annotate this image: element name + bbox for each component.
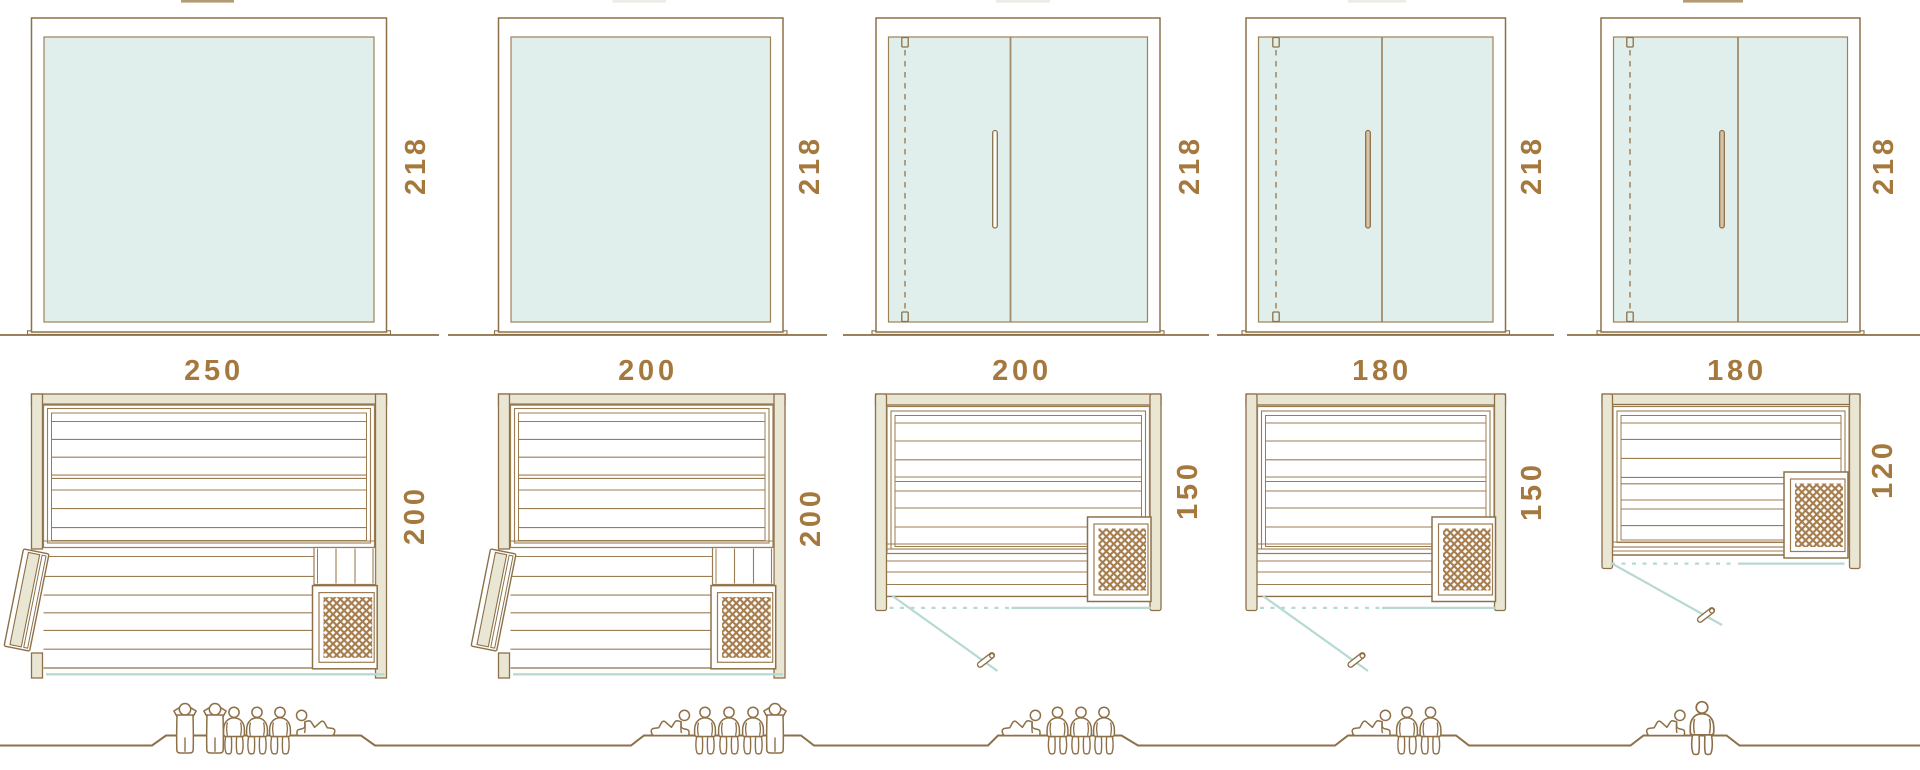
svg-text:200: 200 — [992, 355, 1052, 387]
svg-text:218: 218 — [1174, 135, 1206, 195]
svg-text:180: 180 — [1352, 355, 1412, 387]
svg-text:200: 200 — [795, 487, 827, 547]
svg-text:200: 200 — [618, 355, 678, 387]
svg-text:218: 218 — [1516, 135, 1548, 195]
svg-text:218: 218 — [1868, 135, 1900, 195]
svg-text:120: 120 — [1867, 439, 1899, 499]
svg-text:218: 218 — [794, 135, 826, 195]
svg-text:218: 218 — [400, 135, 432, 195]
svg-text:150: 150 — [1516, 461, 1548, 521]
svg-text:150: 150 — [1172, 460, 1204, 520]
svg-text:200: 200 — [399, 485, 431, 545]
svg-text:180: 180 — [1707, 355, 1767, 387]
svg-text:250: 250 — [184, 355, 244, 387]
